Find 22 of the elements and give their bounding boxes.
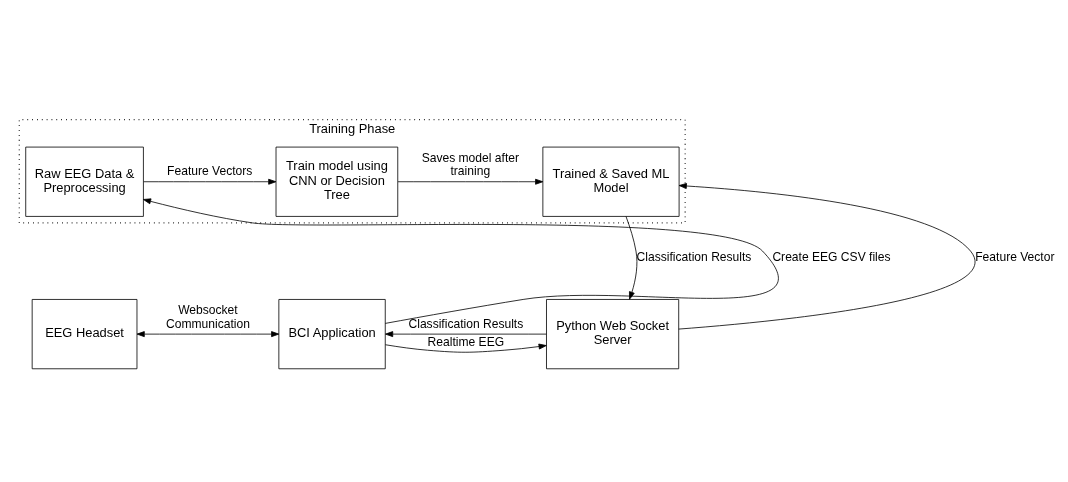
node-box: Train model using CNN or Decision Tree (275, 146, 399, 217)
arrow (136, 331, 280, 338)
arrow (143, 178, 277, 185)
edge-label: Create EEG CSV files (772, 249, 891, 264)
node-box: EEG Headset (31, 299, 138, 370)
edge-label: Websocket Communication (165, 302, 250, 331)
edge-label: Realtime EEG (427, 335, 505, 350)
arrow (678, 183, 976, 330)
node-box: BCI Application (278, 299, 386, 370)
edge-label: Classification Results (408, 316, 524, 331)
node-box: Raw EEG Data & Preprocessing (25, 146, 144, 217)
edge-label: Feature Vector (975, 249, 1055, 264)
node-box: Trained & Saved ML Model (542, 146, 680, 217)
edge-label: Classification Results (636, 249, 752, 264)
arrow (143, 198, 779, 324)
arrow (397, 178, 544, 185)
node-box: Python Web Socket Server (546, 299, 680, 370)
edge-label: Feature Vectors (167, 164, 253, 179)
arrow (385, 331, 547, 338)
arrow (625, 216, 638, 300)
edge-label: Saves model after training (421, 150, 519, 179)
arrow (385, 343, 547, 353)
